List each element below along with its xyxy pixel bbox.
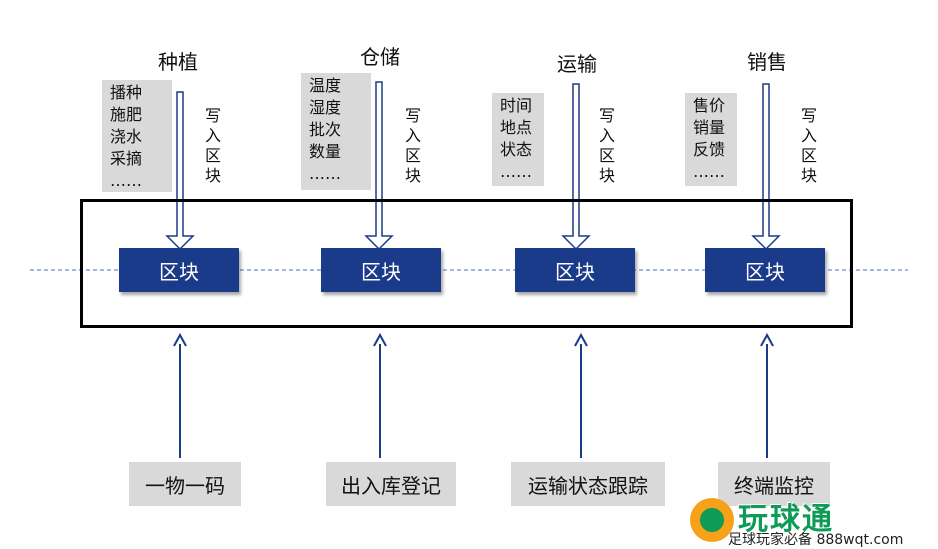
info-item: 销量 — [693, 118, 726, 137]
write-to-block-label: 写入区块 — [800, 106, 817, 185]
info-item: …… — [110, 171, 142, 190]
write-to-block-label: 写入区块 — [204, 106, 221, 185]
info-item: 播种 — [110, 83, 143, 102]
site-watermark: 玩球通 足球玩家必备 888wqt.com — [690, 496, 920, 548]
bottom-label-warehouse-registration: 出入库登记 — [326, 462, 456, 506]
block-planting: 区块 — [119, 248, 239, 292]
info-item: 售价 — [693, 96, 726, 115]
info-item: 地点 — [500, 118, 533, 137]
arrowhead-icon — [760, 332, 774, 347]
write-down-arrow-icon — [561, 83, 591, 251]
info-item: 数量 — [309, 142, 342, 161]
stage-title-storage: 仓储 — [360, 45, 400, 69]
blockchain-frame — [80, 199, 853, 328]
info-box-transport: 时间 地点 状态 …… — [492, 93, 544, 186]
stage-title-transport: 运输 — [557, 52, 597, 76]
info-item: 反馈 — [693, 140, 726, 159]
info-item: 浇水 — [110, 127, 143, 146]
info-item: 采摘 — [110, 149, 143, 168]
write-down-arrow-icon — [364, 81, 394, 251]
write-down-arrow-icon — [751, 83, 781, 251]
stage-title-planting: 种植 — [158, 50, 198, 74]
block-storage: 区块 — [321, 248, 441, 292]
info-item: 批次 — [309, 120, 342, 139]
info-box-planting: 播种 施肥 浇水 采摘 …… — [102, 80, 172, 192]
info-item: 状态 — [500, 140, 533, 159]
bottom-label-one-item-one-code: 一物一码 — [129, 462, 241, 506]
write-to-block-label: 写入区块 — [404, 106, 421, 185]
arrowhead-icon — [173, 332, 187, 347]
watermark-subtitle: 足球玩家必备 888wqt.com — [728, 532, 904, 548]
info-box-storage: 温度 湿度 批次 数量 …… — [301, 73, 371, 190]
ball-logo-icon — [690, 498, 734, 542]
info-item: …… — [309, 164, 341, 183]
bottom-label-terminal-monitoring: 终端监控 — [718, 462, 830, 506]
info-item: 湿度 — [309, 98, 342, 117]
write-down-arrow-icon — [165, 91, 195, 251]
info-item: 施肥 — [110, 105, 143, 124]
info-item: …… — [500, 162, 532, 181]
bottom-label-transport-tracking: 运输状态跟踪 — [511, 462, 665, 506]
stage-title-sales: 销售 — [747, 50, 787, 74]
info-box-sales: 售价 销量 反馈 …… — [685, 93, 737, 186]
arrowhead-icon — [574, 332, 588, 347]
info-item: 温度 — [309, 76, 342, 95]
write-to-block-label: 写入区块 — [598, 106, 615, 185]
watermark-title: 玩球通 — [738, 502, 834, 537]
block-sales: 区块 — [705, 248, 825, 292]
info-item: 时间 — [500, 96, 533, 115]
arrowhead-icon — [373, 332, 387, 347]
block-transport: 区块 — [515, 248, 635, 292]
info-item: …… — [693, 162, 725, 181]
